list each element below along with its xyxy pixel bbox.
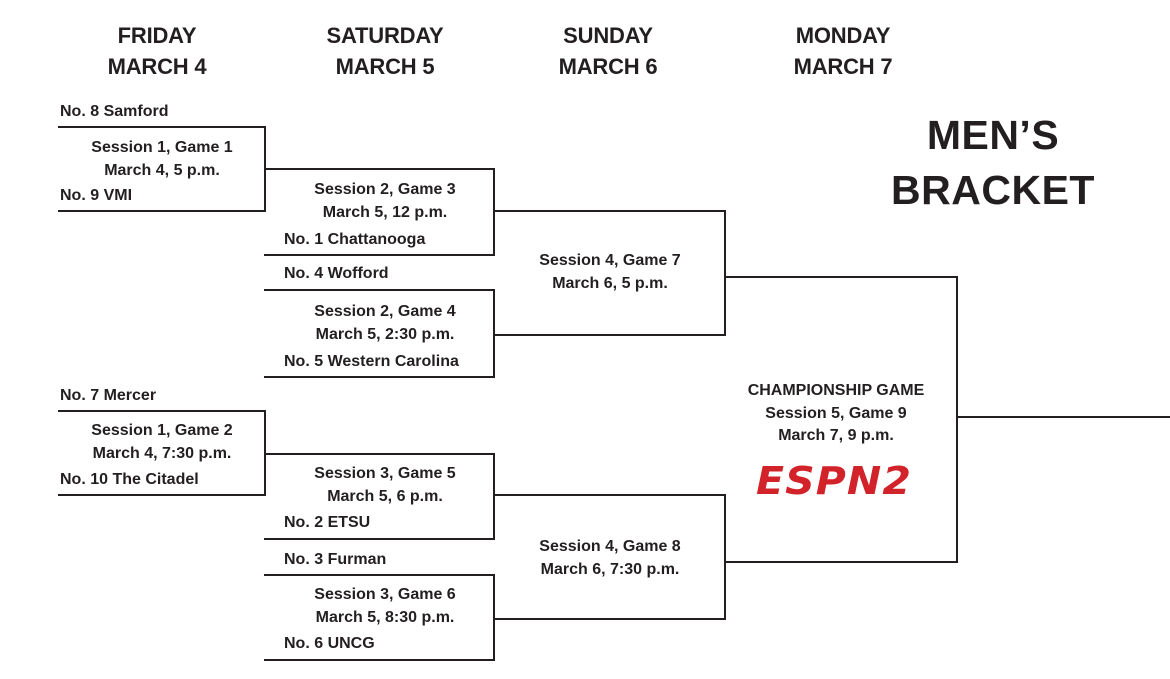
game-session: Session 4, Game 8 [539,538,681,555]
team-etsu: No. 2 ETSU [284,514,371,531]
bracket-line-game8-winner [724,561,958,563]
game-time: March 4, 7:30 p.m. [92,444,232,462]
game-session: Session 4, Game 7 [539,252,681,269]
game-time: March 4, 5 p.m. [104,161,220,179]
day-header-friday: FRIDAY MARCH 4 [57,20,257,82]
game-time: March 6, 7:30 p.m. [540,560,680,578]
bracket-line-vmi [58,210,266,212]
bracket-connector-game8 [724,494,726,620]
game-session: Session 2, Game 3 [314,181,456,198]
bracket-connector-game4 [493,289,495,378]
game-3-label: Session 2, Game 3 March 5, 12 p.m. [270,179,500,224]
game-session: Session 3, Game 6 [314,586,456,603]
bracket-line-game1-winner [264,168,495,170]
championship-game-label: CHAMPIONSHIP GAME Session 5, Game 9 Marc… [721,380,951,448]
espn2-logo-wordmark: ESPN2 [756,461,912,499]
game-1-label: Session 1, Game 1 March 4, 5 p.m. [47,137,277,182]
championship-heading: CHAMPIONSHIP GAME [747,382,925,399]
day-date: MARCH 4 [107,54,207,79]
game-4-label: Session 2, Game 4 March 5, 2:30 p.m. [270,301,500,346]
game-time: March 5, 6 p.m. [327,487,443,505]
team-wofford: No. 4 Wofford [284,265,389,282]
bracket-line-game4-winner [493,334,726,336]
bracket-line-game6-winner [493,618,726,620]
game-5-label: Session 3, Game 5 March 5, 6 p.m. [270,463,500,508]
team-chattanooga: No. 1 Chattanooga [284,231,426,248]
game-2-label: Session 1, Game 2 March 4, 7:30 p.m. [47,420,277,465]
game-session: Session 2, Game 4 [314,303,456,320]
day-header-saturday: SATURDAY MARCH 5 [285,20,485,82]
day-date: MARCH 7 [793,54,893,79]
game-session: Session 3, Game 5 [314,465,456,482]
espn2-logo: ESPN2 [756,461,912,499]
team-vmi: No. 9 VMI [60,187,133,204]
day-name: SUNDAY [563,23,653,48]
bracket-line-western-carolina [264,376,495,378]
day-date: MARCH 6 [558,54,658,79]
bracket-connector-game3 [493,168,495,256]
day-header-monday: MONDAY MARCH 7 [743,20,943,82]
game-time: March 6, 5 p.m. [552,274,668,292]
game-session: Session 5, Game 9 [765,404,907,422]
bracket-line-game7-winner [724,276,958,278]
team-furman: No. 3 Furman [284,551,387,568]
bracket-connector-game5 [493,453,495,540]
day-name: FRIDAY [117,23,197,48]
title-line-1: MEN’S [926,112,1060,158]
bracket-line-chattanooga [264,254,495,256]
bracket-title: MEN’S BRACKET [880,108,1106,218]
game-session: Session 1, Game 1 [91,139,233,156]
day-name: SATURDAY [326,23,444,48]
bracket-line-citadel [58,494,266,496]
bracket-line-samford [58,126,266,128]
bracket-line-etsu [264,538,495,540]
bracket-line-uncg [264,659,495,661]
bracket-line-game3-winner [493,210,726,212]
day-name: MONDAY [795,23,891,48]
team-citadel: No. 10 The Citadel [60,471,199,488]
bracket-line-wofford [264,289,495,291]
bracket-line-game5-winner [493,494,726,496]
game-time: March 5, 2:30 p.m. [315,325,455,343]
game-time: March 5, 8:30 p.m. [315,608,455,626]
day-date: MARCH 5 [335,54,435,79]
game-7-label: Session 4, Game 7 March 6, 5 p.m. [495,250,725,295]
game-8-label: Session 4, Game 8 March 6, 7:30 p.m. [495,536,725,581]
game-time: March 7, 9 p.m. [778,427,894,444]
bracket-line-champion [956,416,1170,418]
team-samford: No. 8 Samford [60,103,169,120]
bracket-connector-game7 [724,210,726,336]
bracket-connector-game6 [493,574,495,661]
title-line-2: BRACKET [891,167,1095,213]
game-6-label: Session 3, Game 6 March 5, 8:30 p.m. [270,584,500,629]
team-western-carolina: No. 5 Western Carolina [284,353,459,370]
team-uncg: No. 6 UNCG [284,635,375,652]
team-mercer: No. 7 Mercer [60,387,157,404]
game-time: March 5, 12 p.m. [322,203,448,221]
day-header-sunday: SUNDAY MARCH 6 [508,20,708,82]
game-session: Session 1, Game 2 [91,422,233,439]
bracket-connector-championship [956,276,958,563]
bracket-line-game2-winner [264,453,495,455]
bracket-line-furman [264,574,495,576]
bracket-line-mercer [58,410,266,412]
